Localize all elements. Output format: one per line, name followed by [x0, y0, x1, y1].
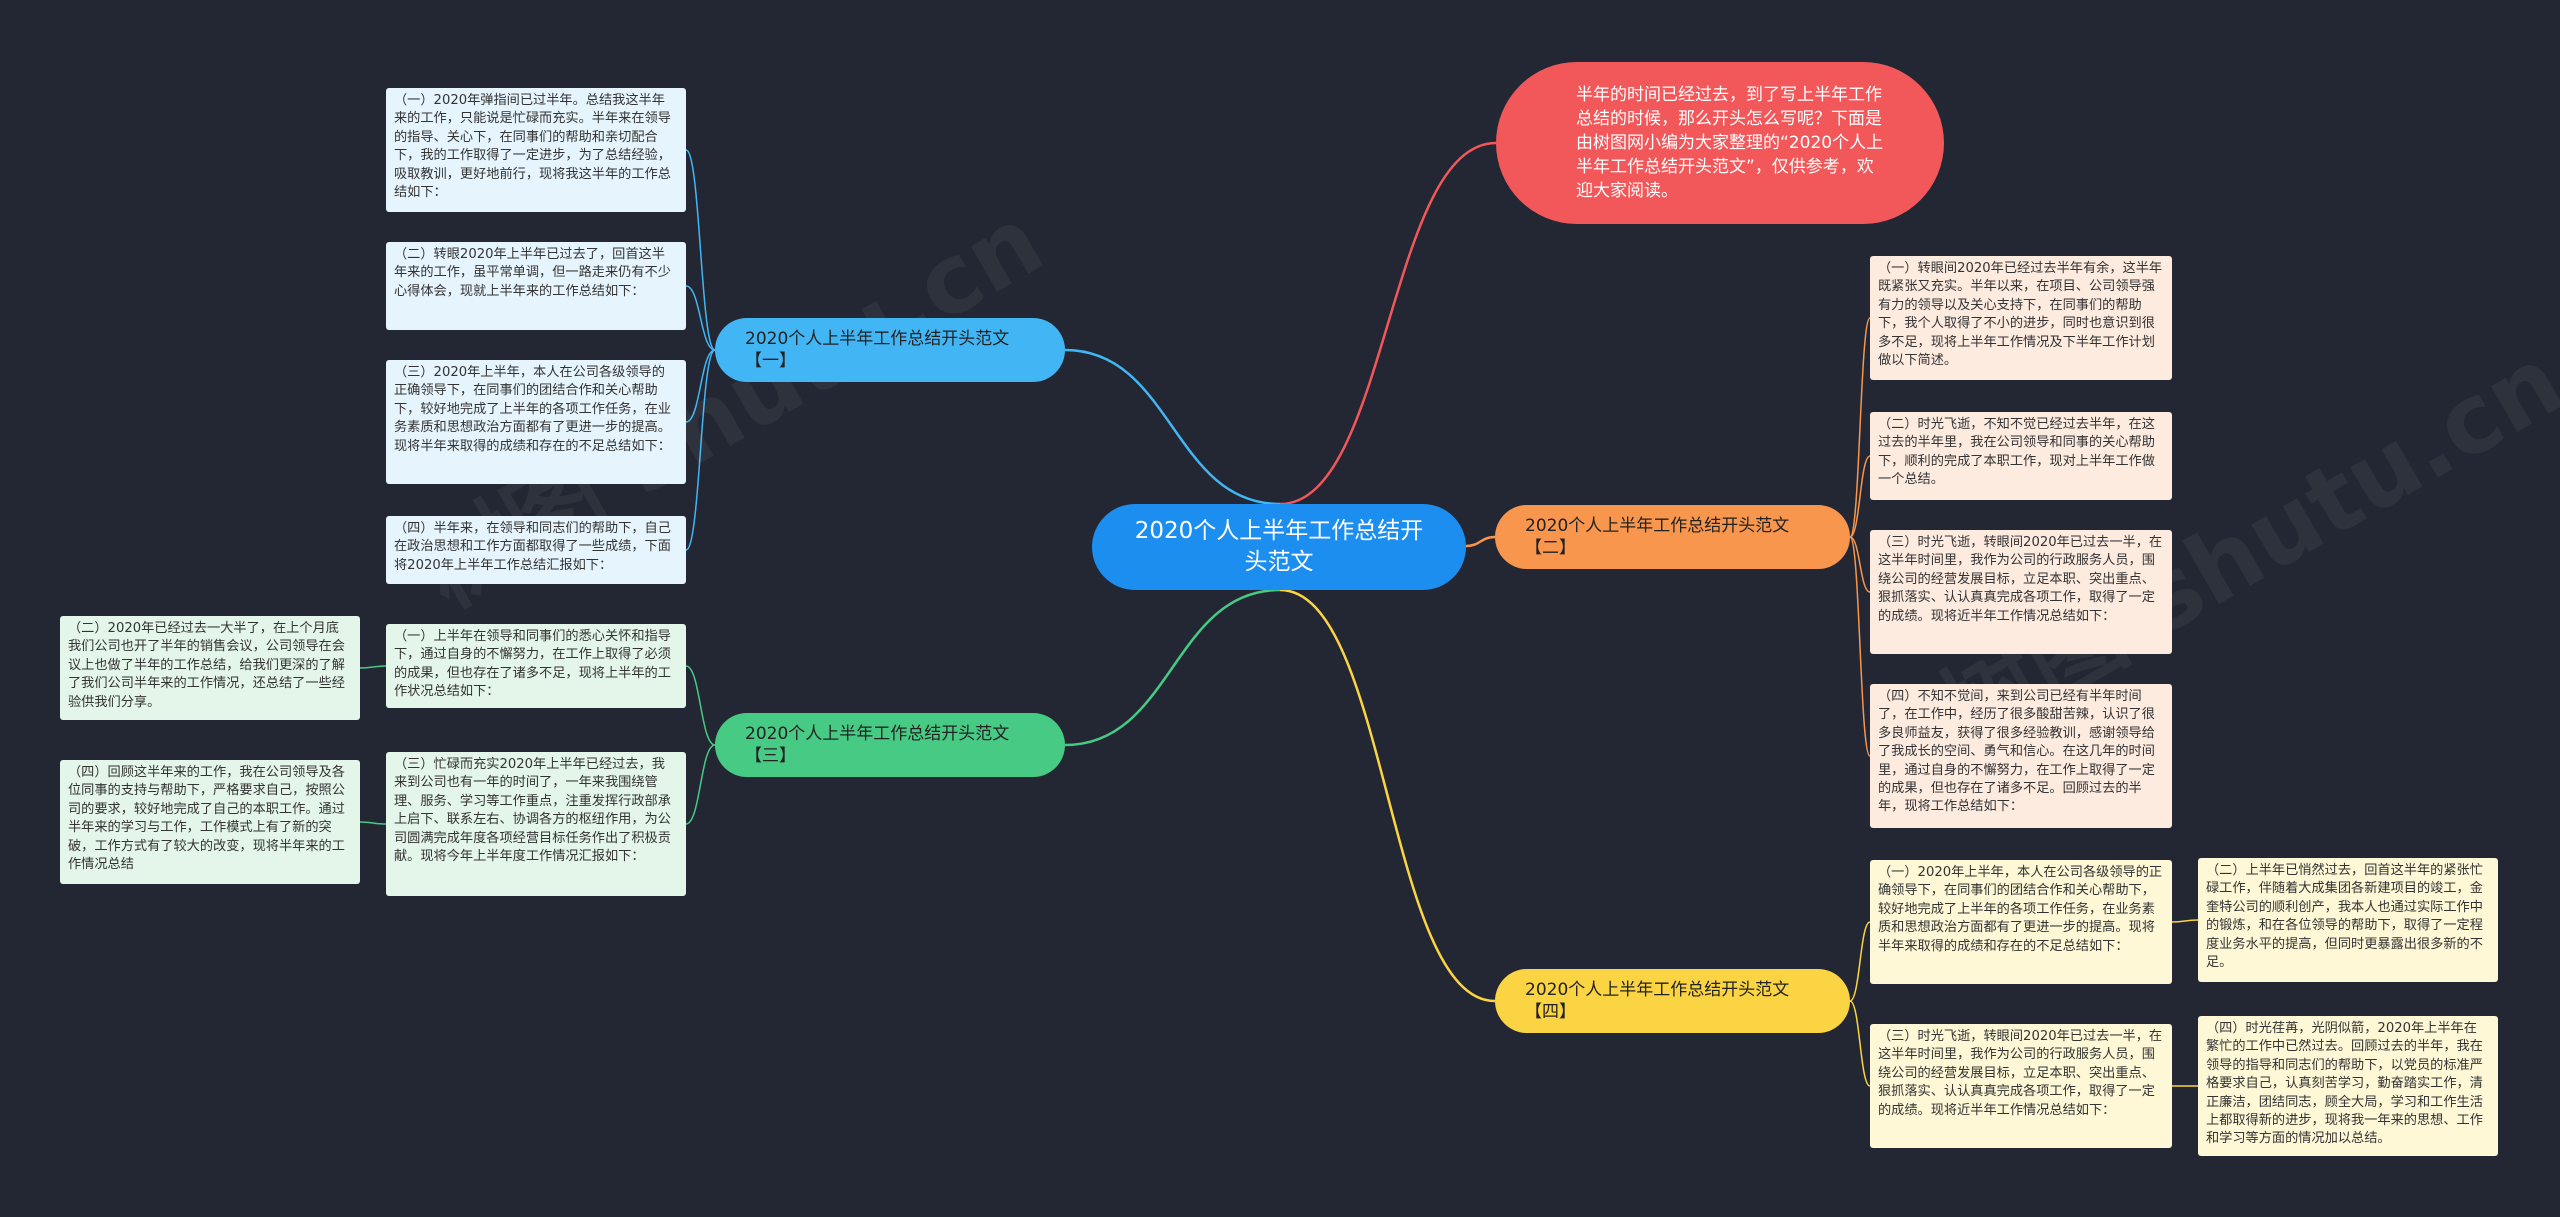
link-b2-leaf-3 [1849, 536, 1871, 593]
link-root-branch-3 [1064, 588, 1281, 747]
leaf-1-2[interactable]: （二）转眼2020年上半年已过去了，回首这半年来的工作，虽平常单调，但一路走来仍… [386, 242, 686, 330]
leaf-4-3[interactable]: （三）时光飞逝，转眼间2020年已过去一半，在这半年时间里，我作为公司的行政服务… [1870, 1024, 2172, 1148]
link-b3-leaf-2 [685, 744, 716, 825]
link-b1-leaf-3 [685, 349, 716, 423]
leaf-3-2[interactable]: （二）2020年已经过去一大半了，在上个月底我们公司也开了半年的销售会议，公司领… [60, 616, 360, 720]
link-root-intro [1279, 141, 1497, 506]
root-topic[interactable]: 2020个人上半年工作总结开头范文 [1092, 504, 1466, 590]
link-b4-outer-1 [2171, 919, 2199, 923]
leaf-3-1[interactable]: （一）上半年在领导和同事们的悉心关怀和指导下，通过自身的不懈努力，在工作上取得了… [386, 624, 686, 708]
branch-3[interactable]: 2020个人上半年工作总结开头范文【三】 [715, 713, 1065, 777]
link-root-branch-1 [1064, 348, 1281, 506]
branch-4[interactable]: 2020个人上半年工作总结开头范文【四】 [1495, 969, 1850, 1033]
link-b1-leaf-1 [685, 149, 716, 351]
leaf-2-2[interactable]: （二）时光飞逝，不知不觉已经过去半年，在这过去的半年里，我在公司领导和同事的关心… [1870, 412, 2172, 500]
link-b1-leaf-2 [685, 285, 716, 351]
link-b1-leaf-4 [685, 349, 716, 551]
leaf-2-4[interactable]: （四）不知不觉间，来到公司已经有半年时间了，在工作中，经历了很多酸甜苦辣，认识了… [1870, 684, 2172, 828]
link-b2-leaf-1 [1849, 317, 1871, 538]
leaf-4-4[interactable]: （四）时光荏苒，光阴似箭，2020年上半年在繁忙的工作中已然过去。回顾过去的半年… [2198, 1016, 2498, 1156]
leaf-1-3[interactable]: （三）2020年上半年，本人在公司各级领导的正确领导下，在同事们的团结合作和关心… [386, 360, 686, 484]
leaf-2-1[interactable]: （一）转眼间2020年已经过去半年有余，这半年既紧张又充实。半年以来，在项目、公… [1870, 256, 2172, 380]
link-b2-leaf-4 [1849, 536, 1871, 757]
link-root-branch-2 [1465, 535, 1496, 548]
branch-2[interactable]: 2020个人上半年工作总结开头范文【二】 [1495, 505, 1850, 569]
leaf-3-3[interactable]: （三）忙碌而充实2020年上半年已经过去，我来到公司也有一年的时间了，一年来我围… [386, 752, 686, 896]
link-b3-leaf-1 [685, 665, 716, 746]
leaf-2-3[interactable]: （三）时光飞逝，转眼间2020年已过去一半，在这半年时间里，我作为公司的行政服务… [1870, 530, 2172, 654]
link-root-branch-4 [1279, 588, 1496, 1003]
link-b3-outer-2 [359, 821, 387, 825]
intro-node[interactable]: 半年的时间已经过去，到了写上半年工作总结的时候，那么开头怎么写呢？下面是由树图网… [1496, 62, 1944, 224]
leaf-3-4[interactable]: （四）回顾这半年来的工作，我在公司领导及各位同事的支持与帮助下，严格要求自己，按… [60, 760, 360, 884]
leaf-4-2[interactable]: （二）上半年已悄然过去，回首这半年的紧张忙碌工作，伴随着大成集团各新建项目的竣工… [2198, 858, 2498, 982]
leaf-1-1[interactable]: （一）2020年弹指间已过半年。总结我这半年来的工作，只能说是忙碌而充实。半年来… [386, 88, 686, 212]
leaf-4-1[interactable]: （一）2020年上半年，本人在公司各级领导的正确领导下，在同事们的团结合作和关心… [1870, 860, 2172, 984]
branch-1[interactable]: 2020个人上半年工作总结开头范文【一】 [715, 318, 1065, 382]
link-b4-leaf-1 [1849, 921, 1871, 1002]
link-b4-leaf-2 [1849, 1000, 1871, 1087]
link-b3-outer-1 [359, 665, 387, 669]
link-b2-leaf-2 [1849, 455, 1871, 538]
leaf-1-4[interactable]: （四）半年来，在领导和同志们的帮助下，自己在政治思想和工作方面都取得了一些成绩，… [386, 516, 686, 584]
